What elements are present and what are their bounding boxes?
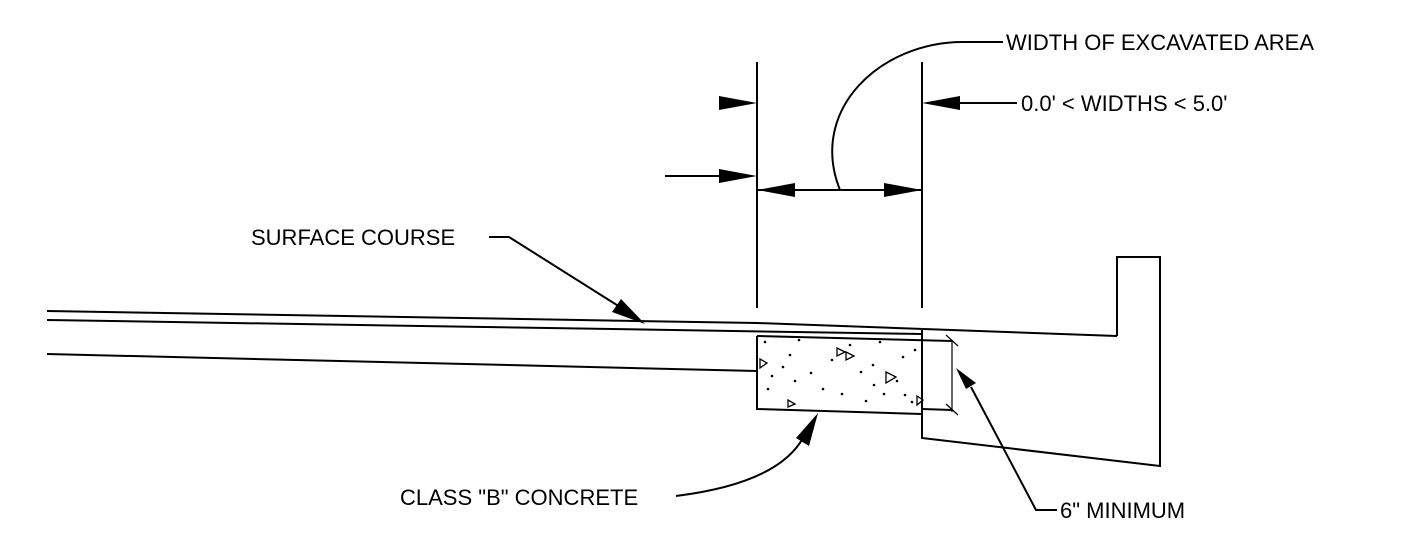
surface-leader-line xyxy=(489,236,621,308)
concrete-leader xyxy=(675,413,818,497)
base-course-line xyxy=(46,353,758,372)
concrete-aggregate xyxy=(759,346,925,408)
surface-bottom-line xyxy=(46,319,923,335)
minimum-tick-bottom xyxy=(945,403,959,416)
width-leader xyxy=(831,41,1003,191)
concrete-top-line xyxy=(756,335,953,342)
arrow-top-left xyxy=(719,96,757,110)
concrete-arrowhead xyxy=(796,413,818,446)
concrete-leader-line xyxy=(675,437,804,497)
concrete-bottom-edge xyxy=(921,408,953,411)
surface-course-label: SURFACE COURSE xyxy=(251,225,455,250)
minimum-dimension xyxy=(945,334,1057,511)
minimum-leader xyxy=(970,386,1057,511)
width-title-label: WIDTH OF EXCAVATED AREA xyxy=(1006,30,1314,55)
arrow-left-outside xyxy=(719,169,757,183)
concrete-stipple xyxy=(763,338,917,404)
dimension-arrow-right xyxy=(884,183,922,197)
surface-arrowhead xyxy=(612,299,645,324)
surface-top-line-right xyxy=(756,322,1118,337)
surface-course-layer xyxy=(46,310,1118,337)
concrete-fill xyxy=(756,335,953,415)
excavation-outline xyxy=(756,336,923,415)
minimum-label: 6" MINIMUM xyxy=(1060,498,1185,523)
dimension-arrow-left xyxy=(757,183,795,197)
surface-course-leader xyxy=(489,236,645,324)
width-range-label: 0.0' < WIDTHS < 5.0' xyxy=(1021,91,1227,116)
width-dimension xyxy=(665,41,1017,308)
curb-section xyxy=(921,256,1161,468)
minimum-tick-top xyxy=(945,334,959,347)
concrete-label: CLASS "B" CONCRETE xyxy=(400,485,638,510)
arrow-top-right xyxy=(922,96,960,110)
minimum-arrowhead xyxy=(956,368,976,389)
